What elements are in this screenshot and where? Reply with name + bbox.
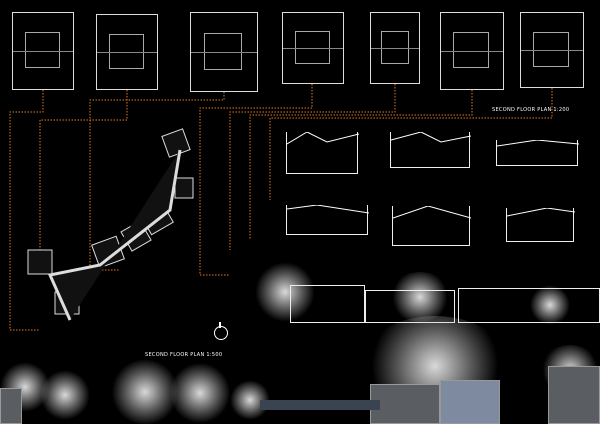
house-render <box>370 384 440 424</box>
floor-plan-2 <box>96 14 158 90</box>
site-plan-buildings <box>27 128 194 321</box>
floor-plan-6 <box>440 12 504 90</box>
section-2 <box>390 132 471 168</box>
site-plan-title: SECOND FLOOR PLAN 1:500 <box>145 352 223 358</box>
floor-plan-5 <box>370 12 420 84</box>
floor-plan-title: SECOND FLOOR PLAN 1:200 <box>492 107 570 113</box>
floor-plan-7 <box>520 12 584 88</box>
floor-plan-3 <box>190 12 258 92</box>
section-3 <box>496 140 579 166</box>
house-render <box>0 388 22 424</box>
section-1 <box>286 132 359 174</box>
house-render <box>440 380 500 424</box>
section-5 <box>392 206 471 246</box>
north-arrow-icon <box>214 322 228 340</box>
floor-plan-4 <box>282 12 344 84</box>
house-render <box>548 366 600 424</box>
section-4 <box>286 205 369 235</box>
section-6 <box>506 208 575 242</box>
floor-plan-1 <box>12 12 74 90</box>
